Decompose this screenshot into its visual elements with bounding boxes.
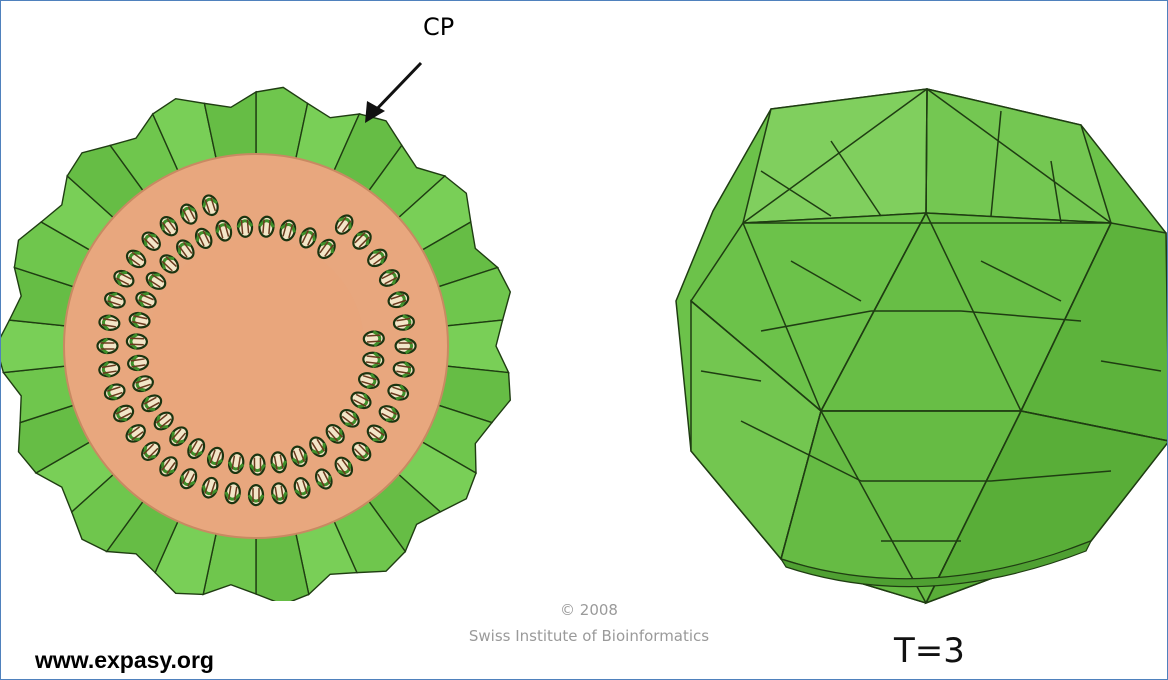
triangulation-label: T=3 <box>894 631 965 671</box>
subunit-boundary <box>926 89 927 213</box>
copyright-year: © 2008 <box>437 597 741 623</box>
website-label: www.expasy.org <box>35 647 214 674</box>
copyright-org: Swiss Institute of Bioinformatics <box>437 623 741 649</box>
copyright-notice: © 2008 Swiss Institute of Bioinformatics <box>437 597 741 649</box>
capsid-protein-label: CP <box>423 13 454 41</box>
capsid-icosahedron <box>676 89 1168 603</box>
